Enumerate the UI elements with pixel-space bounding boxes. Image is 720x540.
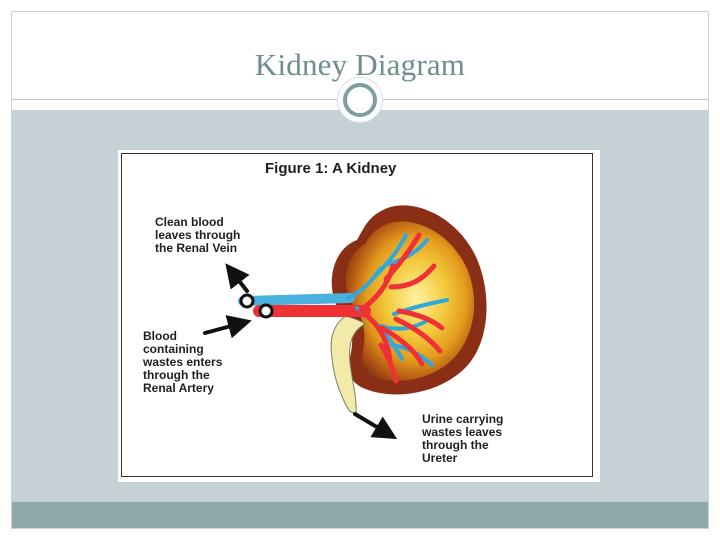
renal-vein-main <box>238 293 355 306</box>
vein-end-cap <box>239 293 255 309</box>
title-divider-left <box>12 99 340 100</box>
figure-title: Figure 1: A Kidney <box>265 160 397 177</box>
page-title: Kidney Diagram <box>254 47 466 82</box>
ureter-label: Urine carrying wastes leaves through the… <box>422 412 504 465</box>
clean-blood-label: Clean blood leaves through the Renal Vei… <box>155 215 241 255</box>
figure-border <box>121 153 593 477</box>
arrow-from-artery-label <box>203 315 252 339</box>
renal-artery-branches <box>358 232 445 384</box>
footer-band <box>12 502 708 528</box>
divider-ring-icon <box>337 77 383 123</box>
title-divider-right <box>382 99 708 100</box>
artery-end-cap <box>258 303 274 319</box>
kidney-inner-shape <box>345 221 475 381</box>
renal-artery-label: Blood containing wastes enters through t… <box>143 329 223 395</box>
arrow-to-clean-blood-label <box>225 263 250 293</box>
arrow-to-urine-label <box>353 412 398 440</box>
